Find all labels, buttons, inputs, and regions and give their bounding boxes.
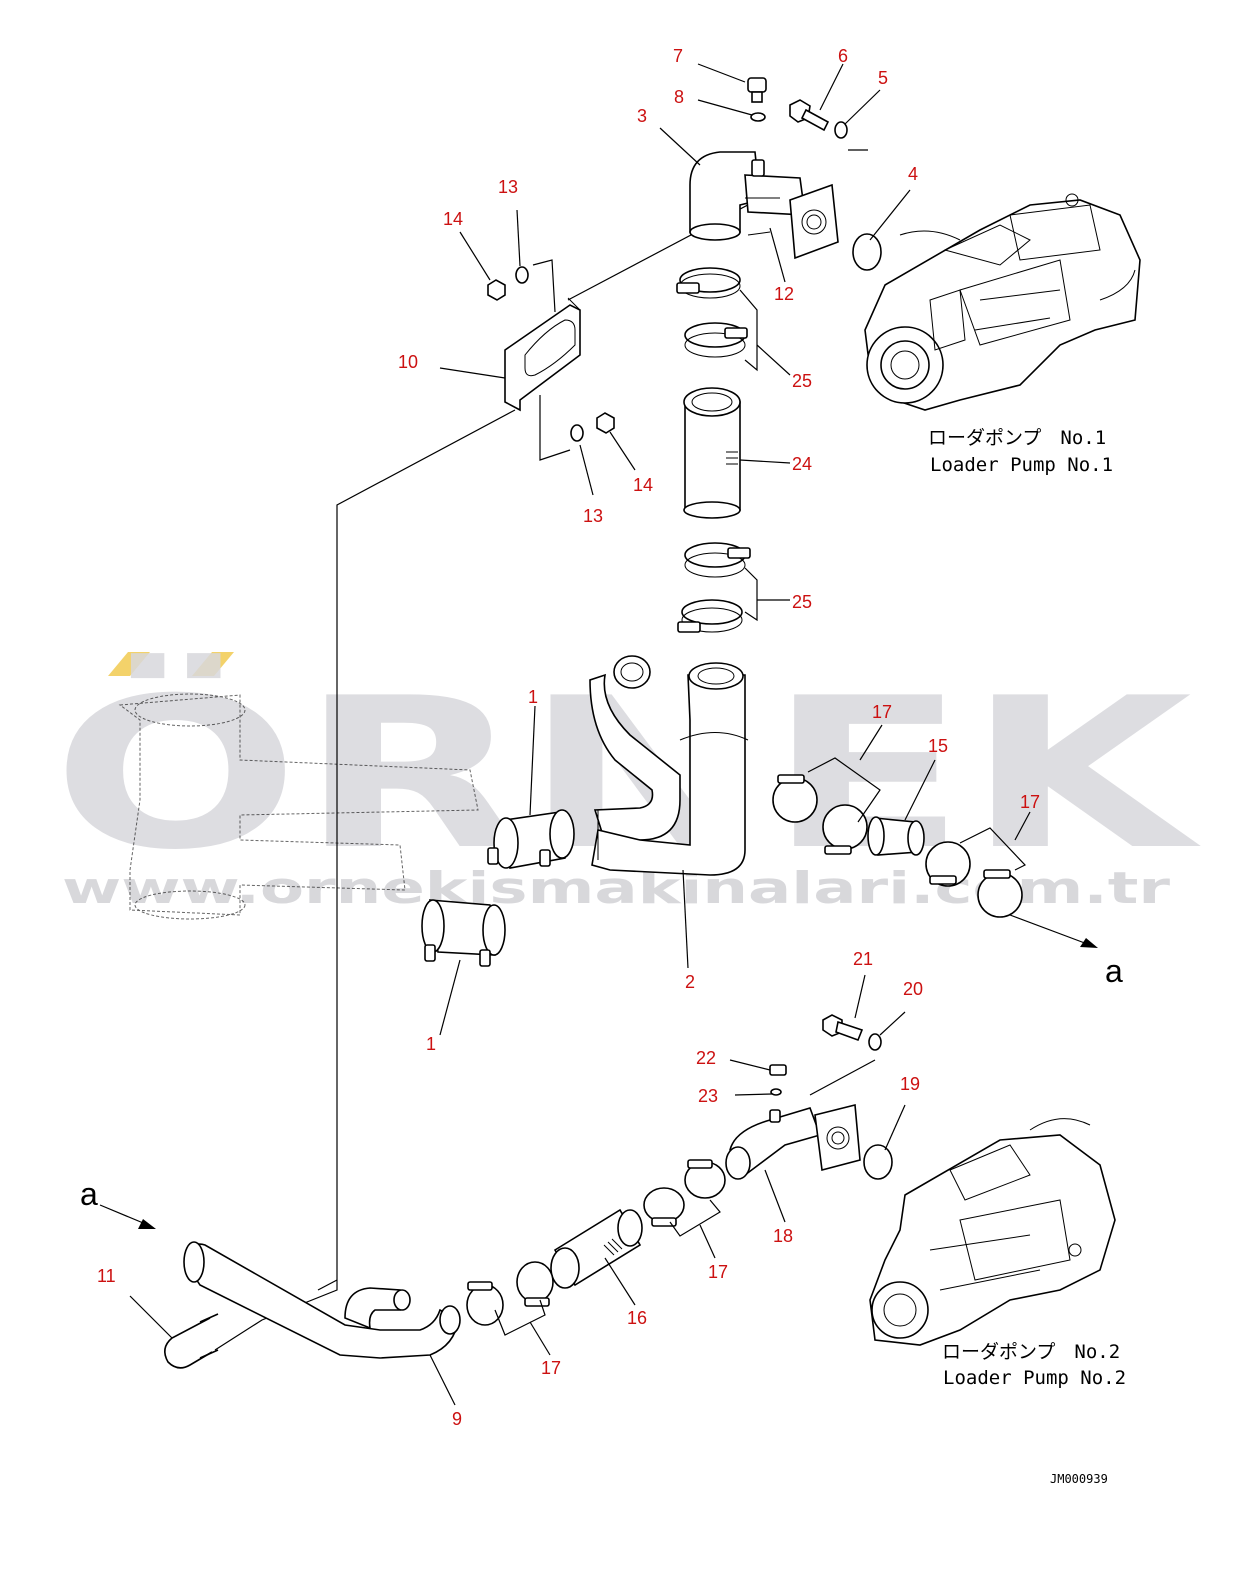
nut-part-14-upper	[487, 279, 506, 301]
clamp-part-17-f	[684, 1159, 726, 1199]
label-leaders	[129, 63, 1031, 1406]
arrow-to-a	[1009, 914, 1098, 948]
part-label-10: 10	[398, 352, 418, 372]
watermark: ÖRNEK www.ornekismakinalari.com.tr	[52, 652, 1202, 914]
part-label-18: 18	[773, 1226, 793, 1246]
part-label-2: 2	[685, 972, 695, 992]
clamp-part-25-lower-b	[677, 599, 743, 633]
connection-marker-a-bottom: a	[80, 1176, 98, 1212]
pipe-part-9	[183, 1241, 461, 1359]
bolt-part-6	[789, 99, 830, 132]
clamp-part-17-e	[643, 1187, 685, 1227]
hose-part-16	[550, 1208, 643, 1289]
part-label-9: 9	[452, 1409, 462, 1429]
part-label-20: 20	[903, 979, 923, 999]
part-label-21: 21	[853, 949, 873, 969]
washer-part-5	[834, 121, 848, 139]
loader-pump-2-illustration	[869, 1118, 1116, 1346]
part-label-3: 3	[637, 106, 647, 126]
clamp-part-17-a	[772, 774, 818, 823]
part-label-13: 13	[583, 506, 603, 526]
pump2-caption-en: Loader Pump No.2	[943, 1367, 1126, 1389]
ubolt-part-11	[164, 1313, 219, 1369]
pump2-caption-jp: ローダポンプ No.2	[942, 1341, 1120, 1363]
part-label-17: 17	[708, 1262, 728, 1282]
part-label-24: 24	[792, 454, 812, 474]
part-label-14: 14	[633, 475, 653, 495]
part-label-17: 17	[541, 1358, 561, 1378]
part-label-6: 6	[838, 46, 848, 66]
loader-pump-1-illustration	[864, 193, 1141, 411]
part-label-19: 19	[900, 1074, 920, 1094]
part-label-1: 1	[426, 1034, 436, 1054]
washer-part-20	[868, 1033, 882, 1051]
nut-part-14-lower	[596, 412, 615, 434]
elbow-part-18	[725, 1103, 861, 1180]
pump1-caption-en: Loader Pump No.1	[930, 454, 1113, 476]
part-label-25: 25	[792, 592, 812, 612]
part-label-11: 11	[97, 1266, 116, 1286]
part-label-22: 22	[696, 1048, 716, 1068]
clamp-part-17-h	[516, 1261, 554, 1307]
sleeve-part-1-upper	[487, 809, 575, 869]
part-label-12: 12	[774, 284, 794, 304]
hose-part-15	[867, 816, 925, 856]
oring-part-23	[770, 1088, 782, 1096]
bolt-part-21	[822, 1014, 864, 1042]
oring-part-8	[750, 112, 766, 122]
sleeve-part-1-lower	[421, 899, 506, 967]
clamp-part-25-upper-b	[684, 322, 748, 358]
part-label-15: 15	[928, 736, 948, 756]
plug-part-7	[747, 77, 767, 103]
part-number-labels: 7 6 8 5 3 13 4 14 12 10 25 24 14 13 25 1…	[97, 46, 1040, 1429]
clamp-part-17-c	[925, 841, 971, 887]
bracket-part-10	[504, 297, 581, 412]
suction-body-outline	[118, 693, 479, 920]
oring-part-4	[852, 233, 882, 271]
y-pipe-part-2	[589, 655, 749, 876]
washer-part-13-lower	[570, 424, 584, 442]
part-label-5: 5	[878, 68, 888, 88]
clamp-part-17-b	[822, 804, 868, 855]
oring-part-19	[863, 1144, 893, 1180]
pump1-caption-jp: ローダポンプ No.1	[928, 427, 1106, 449]
clamp-part-17-g	[466, 1281, 504, 1326]
arrow-from-a	[99, 1204, 156, 1229]
clamp-part-17-d	[977, 869, 1023, 918]
part-label-4: 4	[908, 164, 918, 184]
part-label-7: 7	[673, 46, 683, 66]
drawing-code: JM000939	[1050, 1472, 1108, 1486]
hose-part-24	[683, 387, 741, 519]
part-label-16: 16	[627, 1308, 647, 1328]
part-label-23: 23	[698, 1086, 718, 1106]
plug-part-22	[769, 1064, 787, 1076]
part-label-17: 17	[1020, 792, 1040, 812]
elbow-block-part-3	[689, 151, 839, 260]
part-label-14: 14	[443, 209, 463, 229]
connection-marker-a-top: a	[1105, 953, 1123, 989]
watermark-accent-right	[192, 652, 234, 676]
part-label-25: 25	[792, 371, 812, 391]
watermark-accent-left	[108, 652, 150, 676]
clamp-part-25-upper-a	[676, 267, 741, 299]
part-label-1: 1	[528, 687, 538, 707]
part-label-8: 8	[674, 87, 684, 107]
part-label-17: 17	[872, 702, 892, 722]
washer-part-13-upper	[515, 266, 529, 284]
clamp-part-25-lower-a	[684, 542, 751, 578]
part-label-13: 13	[498, 177, 518, 197]
